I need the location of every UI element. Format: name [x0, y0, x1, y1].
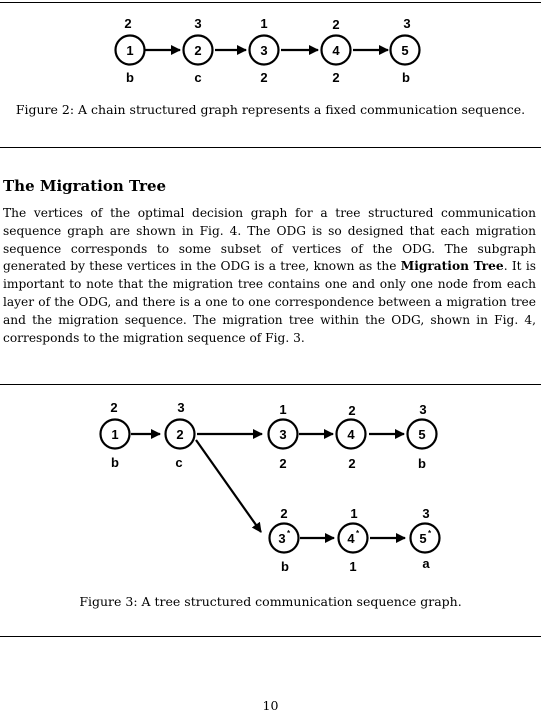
section-rule-top [0, 147, 541, 148]
node-below-value: c [194, 70, 201, 85]
chain-node-4: 4 2 2 [320, 17, 352, 85]
node-below-value: b [281, 559, 289, 574]
node-above-value: 2 [332, 17, 339, 32]
node-below-value: b [126, 70, 134, 85]
paragraph-text-before: The vertices of the optimal decision gra… [3, 206, 536, 274]
node-label: 3 [278, 531, 285, 546]
edge-2-3star [195, 439, 262, 533]
node-label: 4 [347, 427, 355, 442]
node-above-value: 3 [422, 506, 429, 521]
node-label: 1 [111, 427, 118, 442]
node-label: 2 [194, 43, 201, 58]
node-below-value: b [402, 70, 410, 85]
node-star-marker: * [356, 529, 360, 538]
page-number: 10 [262, 698, 279, 713]
chain-node-3: 3 1 2 [248, 16, 280, 85]
tree-node-4-star: 4 * 1 1 [337, 506, 369, 574]
node-above-value: 2 [124, 16, 131, 31]
node-above-value: 2 [110, 400, 117, 415]
node-above-value: 2 [348, 403, 355, 418]
node-below-value: b [418, 456, 426, 471]
figure-2-caption: Figure 2: A chain structured graph repre… [15, 102, 526, 117]
figure-3-tree-graph: 1 2 b 2 3 c 3 1 2 4 2 2 5 3 b 3 * 2 b 4 … [99, 400, 441, 574]
node-below-value: 2 [348, 456, 355, 471]
chain-node-2: 2 3 c [182, 16, 214, 85]
node-below-value: 2 [260, 70, 267, 85]
figure-2-chain-graph: 1 2 b 2 3 c 3 1 2 4 2 2 5 3 b [114, 16, 421, 85]
node-label: 4 [332, 43, 340, 58]
tree-node-4: 4 2 2 [335, 403, 367, 471]
node-star-marker: * [428, 529, 432, 538]
node-above-value: 3 [403, 16, 410, 31]
node-below-value: b [111, 455, 119, 470]
node-label: 5 [419, 531, 426, 546]
tree-node-3-star: 3 * 2 b [268, 506, 300, 574]
node-above-value: 3 [177, 400, 184, 415]
top-rule [0, 2, 541, 3]
node-above-value: 3 [419, 402, 426, 417]
node-label: 4 [347, 531, 355, 546]
section-rule-bottom [0, 384, 541, 385]
section-paragraph: The vertices of the optimal decision gra… [3, 205, 536, 347]
section-title: The Migration Tree [3, 177, 167, 195]
tree-node-5-star: 5 * 3 a [409, 506, 441, 571]
chain-node-1: 1 2 b [114, 16, 146, 85]
bottom-rule [0, 636, 541, 637]
tree-node-5: 5 3 b [406, 402, 438, 471]
node-below-value: 2 [279, 456, 286, 471]
node-above-value: 1 [260, 16, 267, 31]
tree-node-1: 1 2 b [99, 400, 131, 470]
node-above-value: 1 [350, 506, 357, 521]
tree-node-2: 2 3 c [164, 400, 196, 470]
node-label: 1 [126, 43, 133, 58]
paragraph-text-after: . It is important to note that the migra… [3, 259, 536, 345]
node-label: 3 [260, 43, 267, 58]
figure-3-caption: Figure 3: A tree structured communicatio… [79, 594, 462, 609]
node-label: 5 [401, 43, 408, 58]
node-below-value: a [422, 556, 430, 571]
node-below-value: 2 [332, 70, 339, 85]
node-label: 5 [418, 427, 425, 442]
node-below-value: c [175, 455, 182, 470]
node-label: 3 [279, 427, 286, 442]
node-label: 2 [176, 427, 183, 442]
tree-node-3: 3 1 2 [267, 402, 299, 471]
node-above-value: 2 [280, 506, 287, 521]
node-star-marker: * [287, 529, 291, 538]
paragraph-bold-term: Migration Tree [400, 259, 504, 274]
chain-node-5: 5 3 b [389, 16, 421, 85]
node-above-value: 3 [194, 16, 201, 31]
node-above-value: 1 [279, 402, 286, 417]
node-below-value: 1 [349, 559, 356, 574]
